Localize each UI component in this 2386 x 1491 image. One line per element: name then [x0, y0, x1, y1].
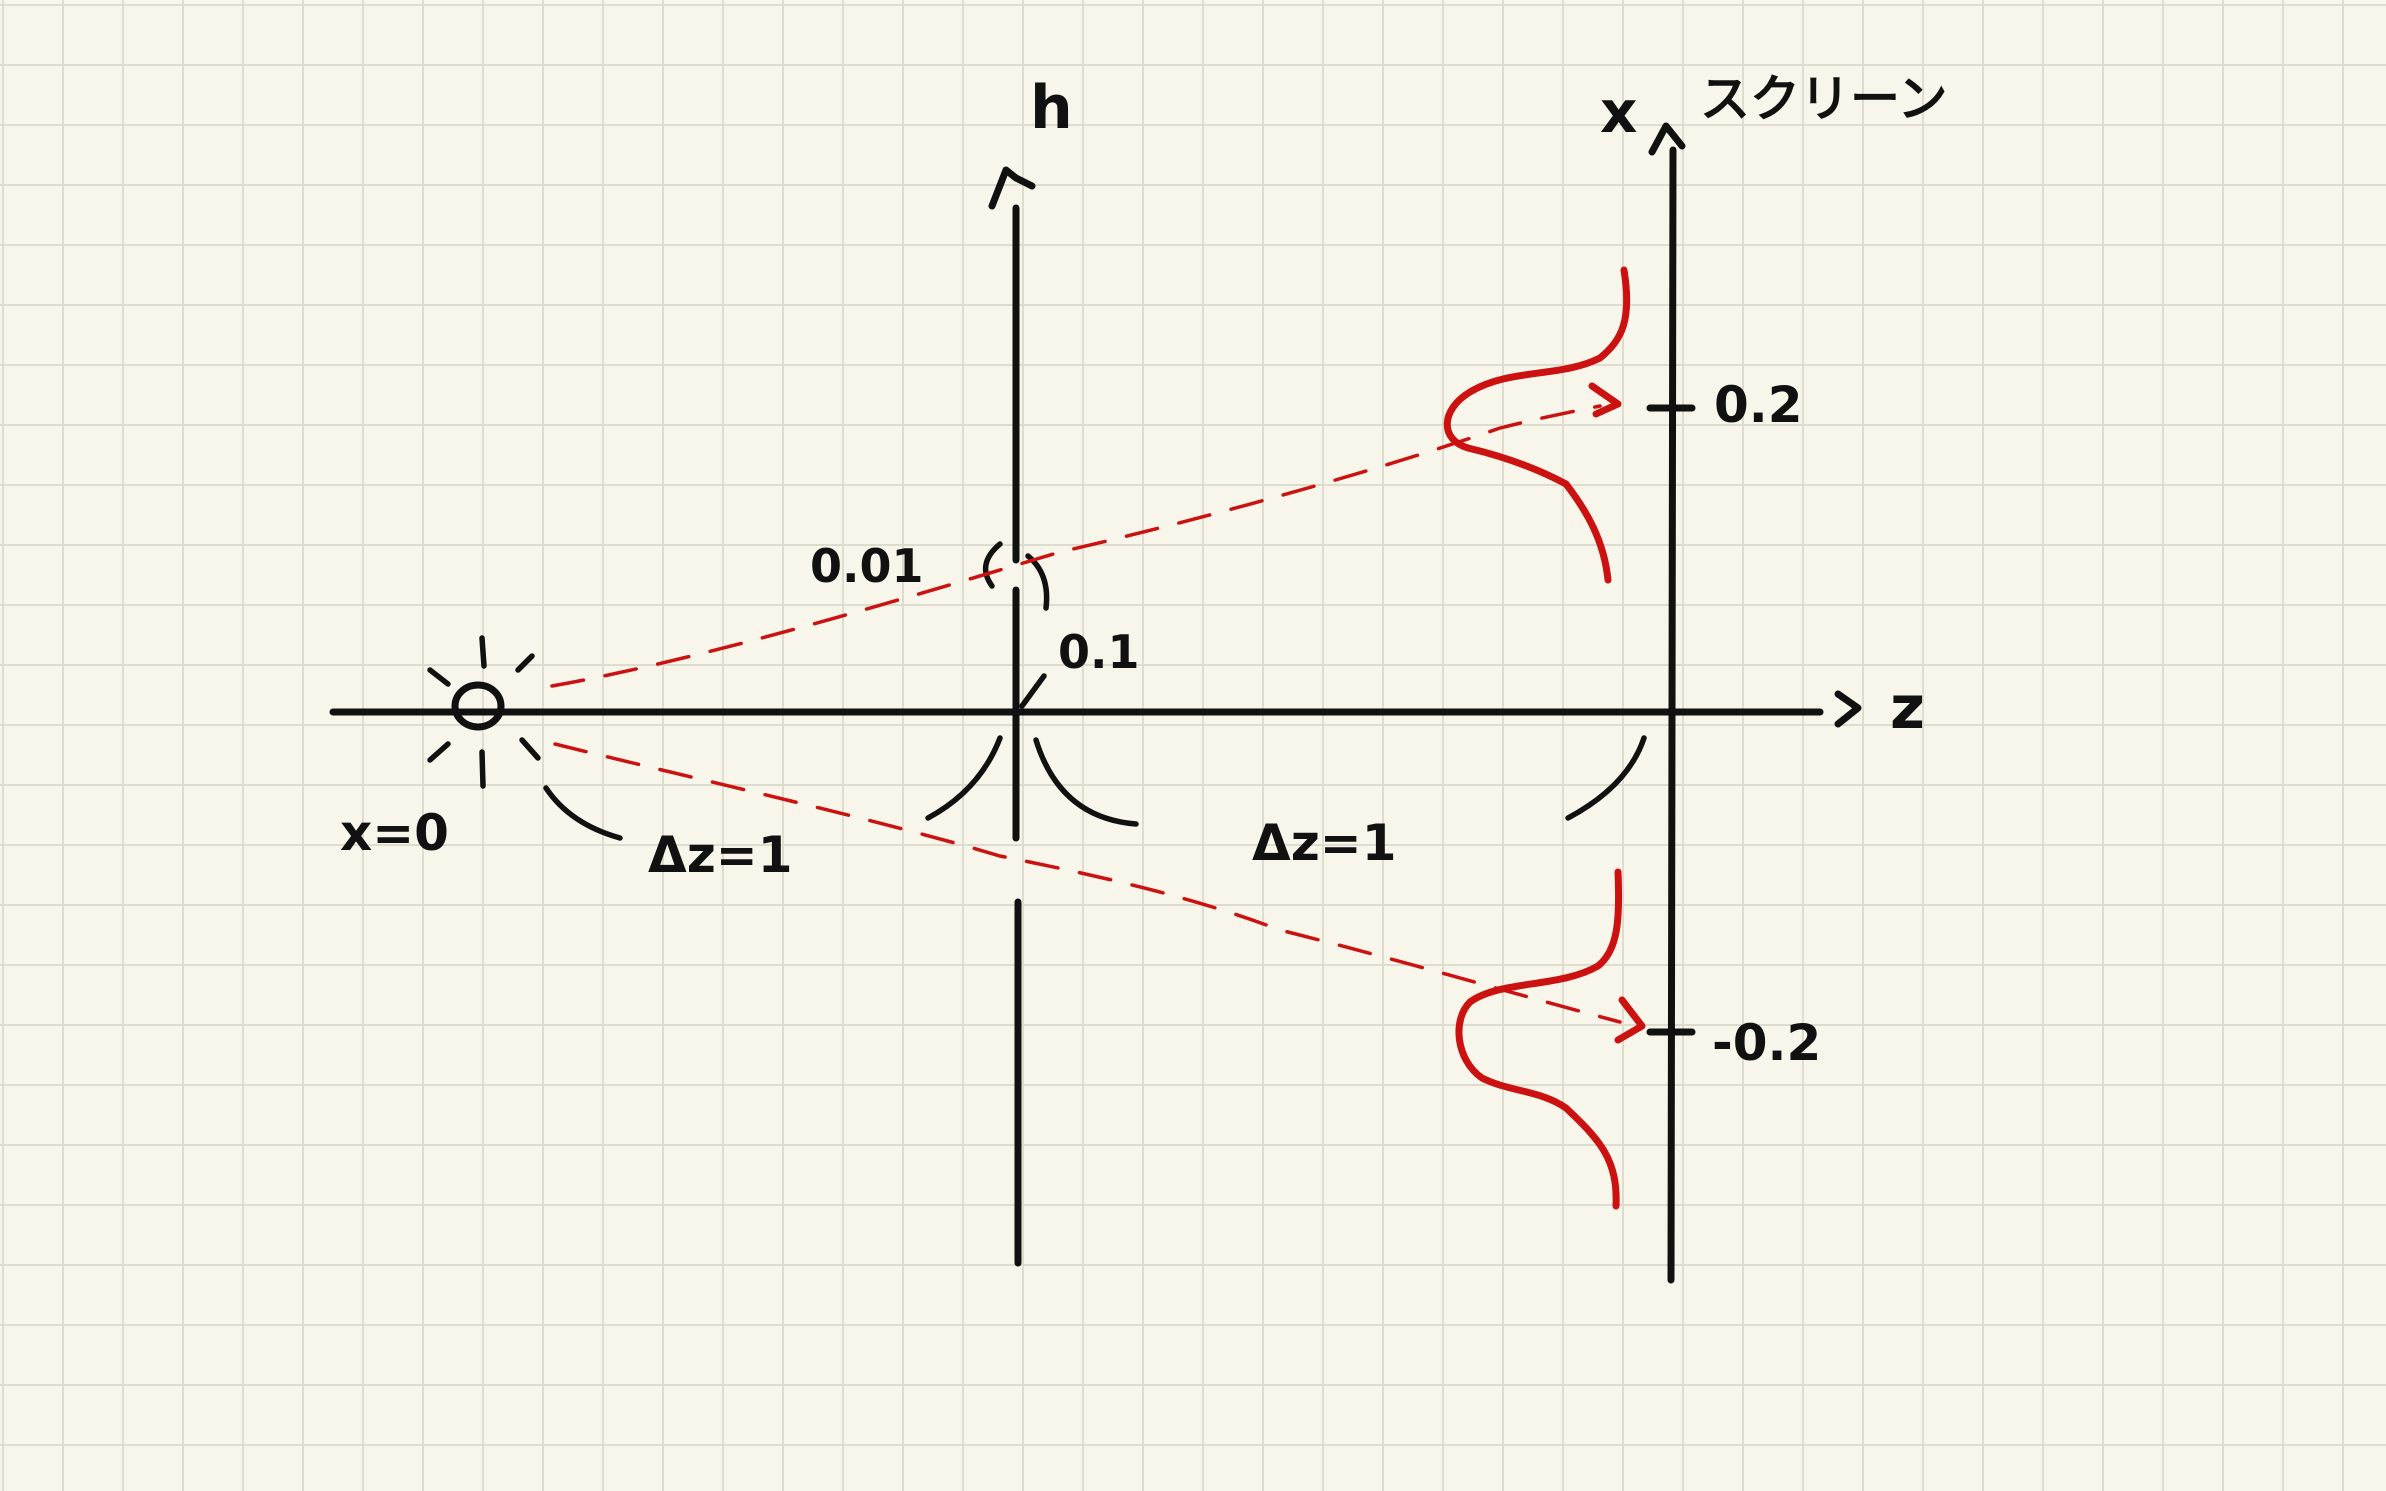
distance-arc-slit-left	[925, 735, 1003, 821]
ray-upper	[550, 404, 1602, 688]
diffraction-pattern-upper	[1443, 266, 1631, 584]
slit-width-bracket-right	[1025, 553, 1050, 611]
distance-arc-slit-right	[1033, 737, 1139, 827]
screen-axis-label: x	[1600, 78, 1637, 146]
slit-axis-label: h	[1030, 73, 1073, 143]
screen-axis-arrowhead	[1648, 122, 1686, 156]
distance-label-1: Δz=1	[648, 826, 792, 884]
light-source-icon	[427, 635, 541, 789]
z-axis-arrowhead	[1834, 690, 1862, 728]
diffraction-pattern-lower	[1455, 868, 1623, 1210]
screen-label: スクリーン	[1700, 70, 1948, 128]
source-position-label: x=0	[340, 804, 449, 862]
ray-lower	[553, 742, 1622, 1024]
ray-lower-arrowhead	[1614, 996, 1646, 1044]
ray-upper-arrowhead	[1588, 382, 1622, 418]
distance-arc-left	[543, 785, 623, 841]
slit-axis-arrowhead	[988, 166, 1036, 210]
screen-axis-line	[1667, 146, 1677, 1284]
slit-width-label: 0.01	[810, 539, 924, 593]
distance-arc-screen	[1565, 735, 1647, 821]
slit-width-bracket-left	[982, 541, 1003, 589]
screen-tick-neg-label: -0.2	[1712, 1014, 1821, 1072]
screen-tick-pos-label: 0.2	[1714, 376, 1803, 434]
optical-axis-label: z	[1890, 673, 1925, 743]
slit-height-arrow	[1019, 673, 1047, 709]
distance-label-2: Δz=1	[1252, 814, 1396, 872]
slit-height-label: 0.1	[1058, 625, 1140, 679]
